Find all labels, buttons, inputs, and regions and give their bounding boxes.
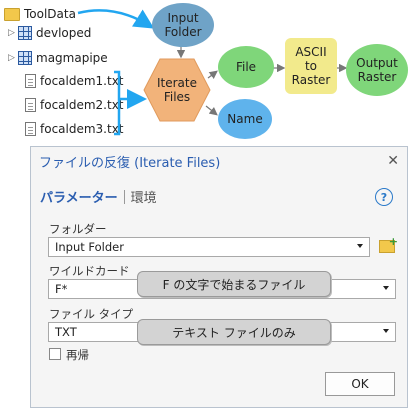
dialog-title: ファイルの反復 (Iterate Files)	[39, 155, 221, 171]
filetype-value: TXT	[55, 325, 77, 339]
tree-item-magmapipe[interactable]: ▷ magmapipe	[8, 50, 108, 66]
connector-iterate-name	[205, 105, 218, 116]
tree-item-label: focaldem3.txt	[40, 122, 124, 136]
tab-divider	[123, 189, 125, 204]
tree-item-label: magmapipe	[36, 51, 108, 65]
wildcard-value: F*	[55, 282, 68, 296]
blue-bracket-files	[114, 70, 121, 136]
tab-environment[interactable]: 環境	[130, 191, 157, 206]
help-icon[interactable]: ?	[375, 188, 393, 206]
recursive-checkbox[interactable]	[49, 348, 61, 360]
output-raster-label: Output Raster	[356, 56, 398, 84]
file-label: File	[235, 60, 257, 74]
dialog-titlebar: ファイルの反復 (Iterate Files) ✕	[31, 147, 407, 175]
output-raster-node[interactable]: Output Raster	[346, 44, 408, 96]
chevron-down-icon	[357, 244, 363, 248]
folder-icon	[4, 7, 20, 21]
filetype-label: ファイル タイプ	[49, 307, 134, 321]
tree-item-label: focaldem2.txt	[40, 98, 124, 112]
tree-item-label: focaldem1.txt	[40, 74, 124, 88]
tree-item-focaldem3[interactable]: focaldem3.txt	[25, 121, 124, 137]
folder-value: Input Folder	[55, 240, 124, 254]
tree-root-label: ToolData	[24, 7, 76, 21]
ascii-to-raster-node[interactable]: ASCII to Raster	[285, 38, 337, 94]
chevron-down-icon	[383, 329, 389, 333]
expand-caret-icon[interactable]: ▷	[8, 53, 15, 63]
input-folder-node[interactable]: Input Folder	[152, 3, 214, 47]
tree-item-label: devloped	[36, 26, 92, 40]
browse-folder-icon[interactable]	[379, 235, 398, 253]
blue-arrow-tooldata	[77, 9, 155, 29]
file-node[interactable]: File	[218, 46, 274, 88]
tree-item-focaldem1[interactable]: focaldem1.txt	[25, 73, 124, 89]
tree-item-focaldem2[interactable]: focaldem2.txt	[25, 97, 124, 113]
ascii-to-raster-label: ASCII to Raster	[291, 45, 331, 87]
recursive-label: 再帰	[66, 348, 89, 362]
input-folder-label: Input Folder	[164, 11, 202, 39]
name-node[interactable]: Name	[218, 99, 272, 139]
folder-dropdown[interactable]: Input Folder	[48, 237, 370, 257]
text-file-icon	[25, 98, 36, 112]
name-label: Name	[227, 112, 263, 126]
filetype-callout: テキスト ファイルのみ	[137, 319, 331, 345]
dialog-tabs: パラメーター 環境	[40, 187, 157, 206]
wildcard-label: ワイルドカード	[49, 264, 130, 278]
connector-iterate-file	[207, 70, 218, 79]
iterator-hexagon-shape	[143, 58, 211, 122]
expand-caret-icon[interactable]: ▷	[8, 28, 15, 38]
chevron-down-icon	[383, 286, 389, 290]
text-file-icon	[25, 122, 36, 136]
tab-parameters[interactable]: パラメーター	[40, 191, 118, 206]
geodatabase-icon	[18, 51, 32, 65]
iterate-files-node[interactable]: Iterate Files	[143, 58, 211, 122]
geodatabase-icon	[18, 26, 32, 40]
model-connectors	[77, 9, 348, 136]
wildcard-callout: F の文字で始まるファイル	[137, 271, 331, 297]
folder-label: フォルダー	[49, 222, 107, 236]
tree-item-devloped[interactable]: ▷ devloped	[8, 25, 91, 41]
text-file-icon	[25, 74, 36, 88]
iterate-files-label: Iterate Files	[156, 76, 197, 104]
close-icon[interactable]: ✕	[387, 153, 399, 169]
ok-button[interactable]: OK	[325, 372, 395, 396]
tree-item-tooldata[interactable]: ToolData	[4, 6, 76, 22]
